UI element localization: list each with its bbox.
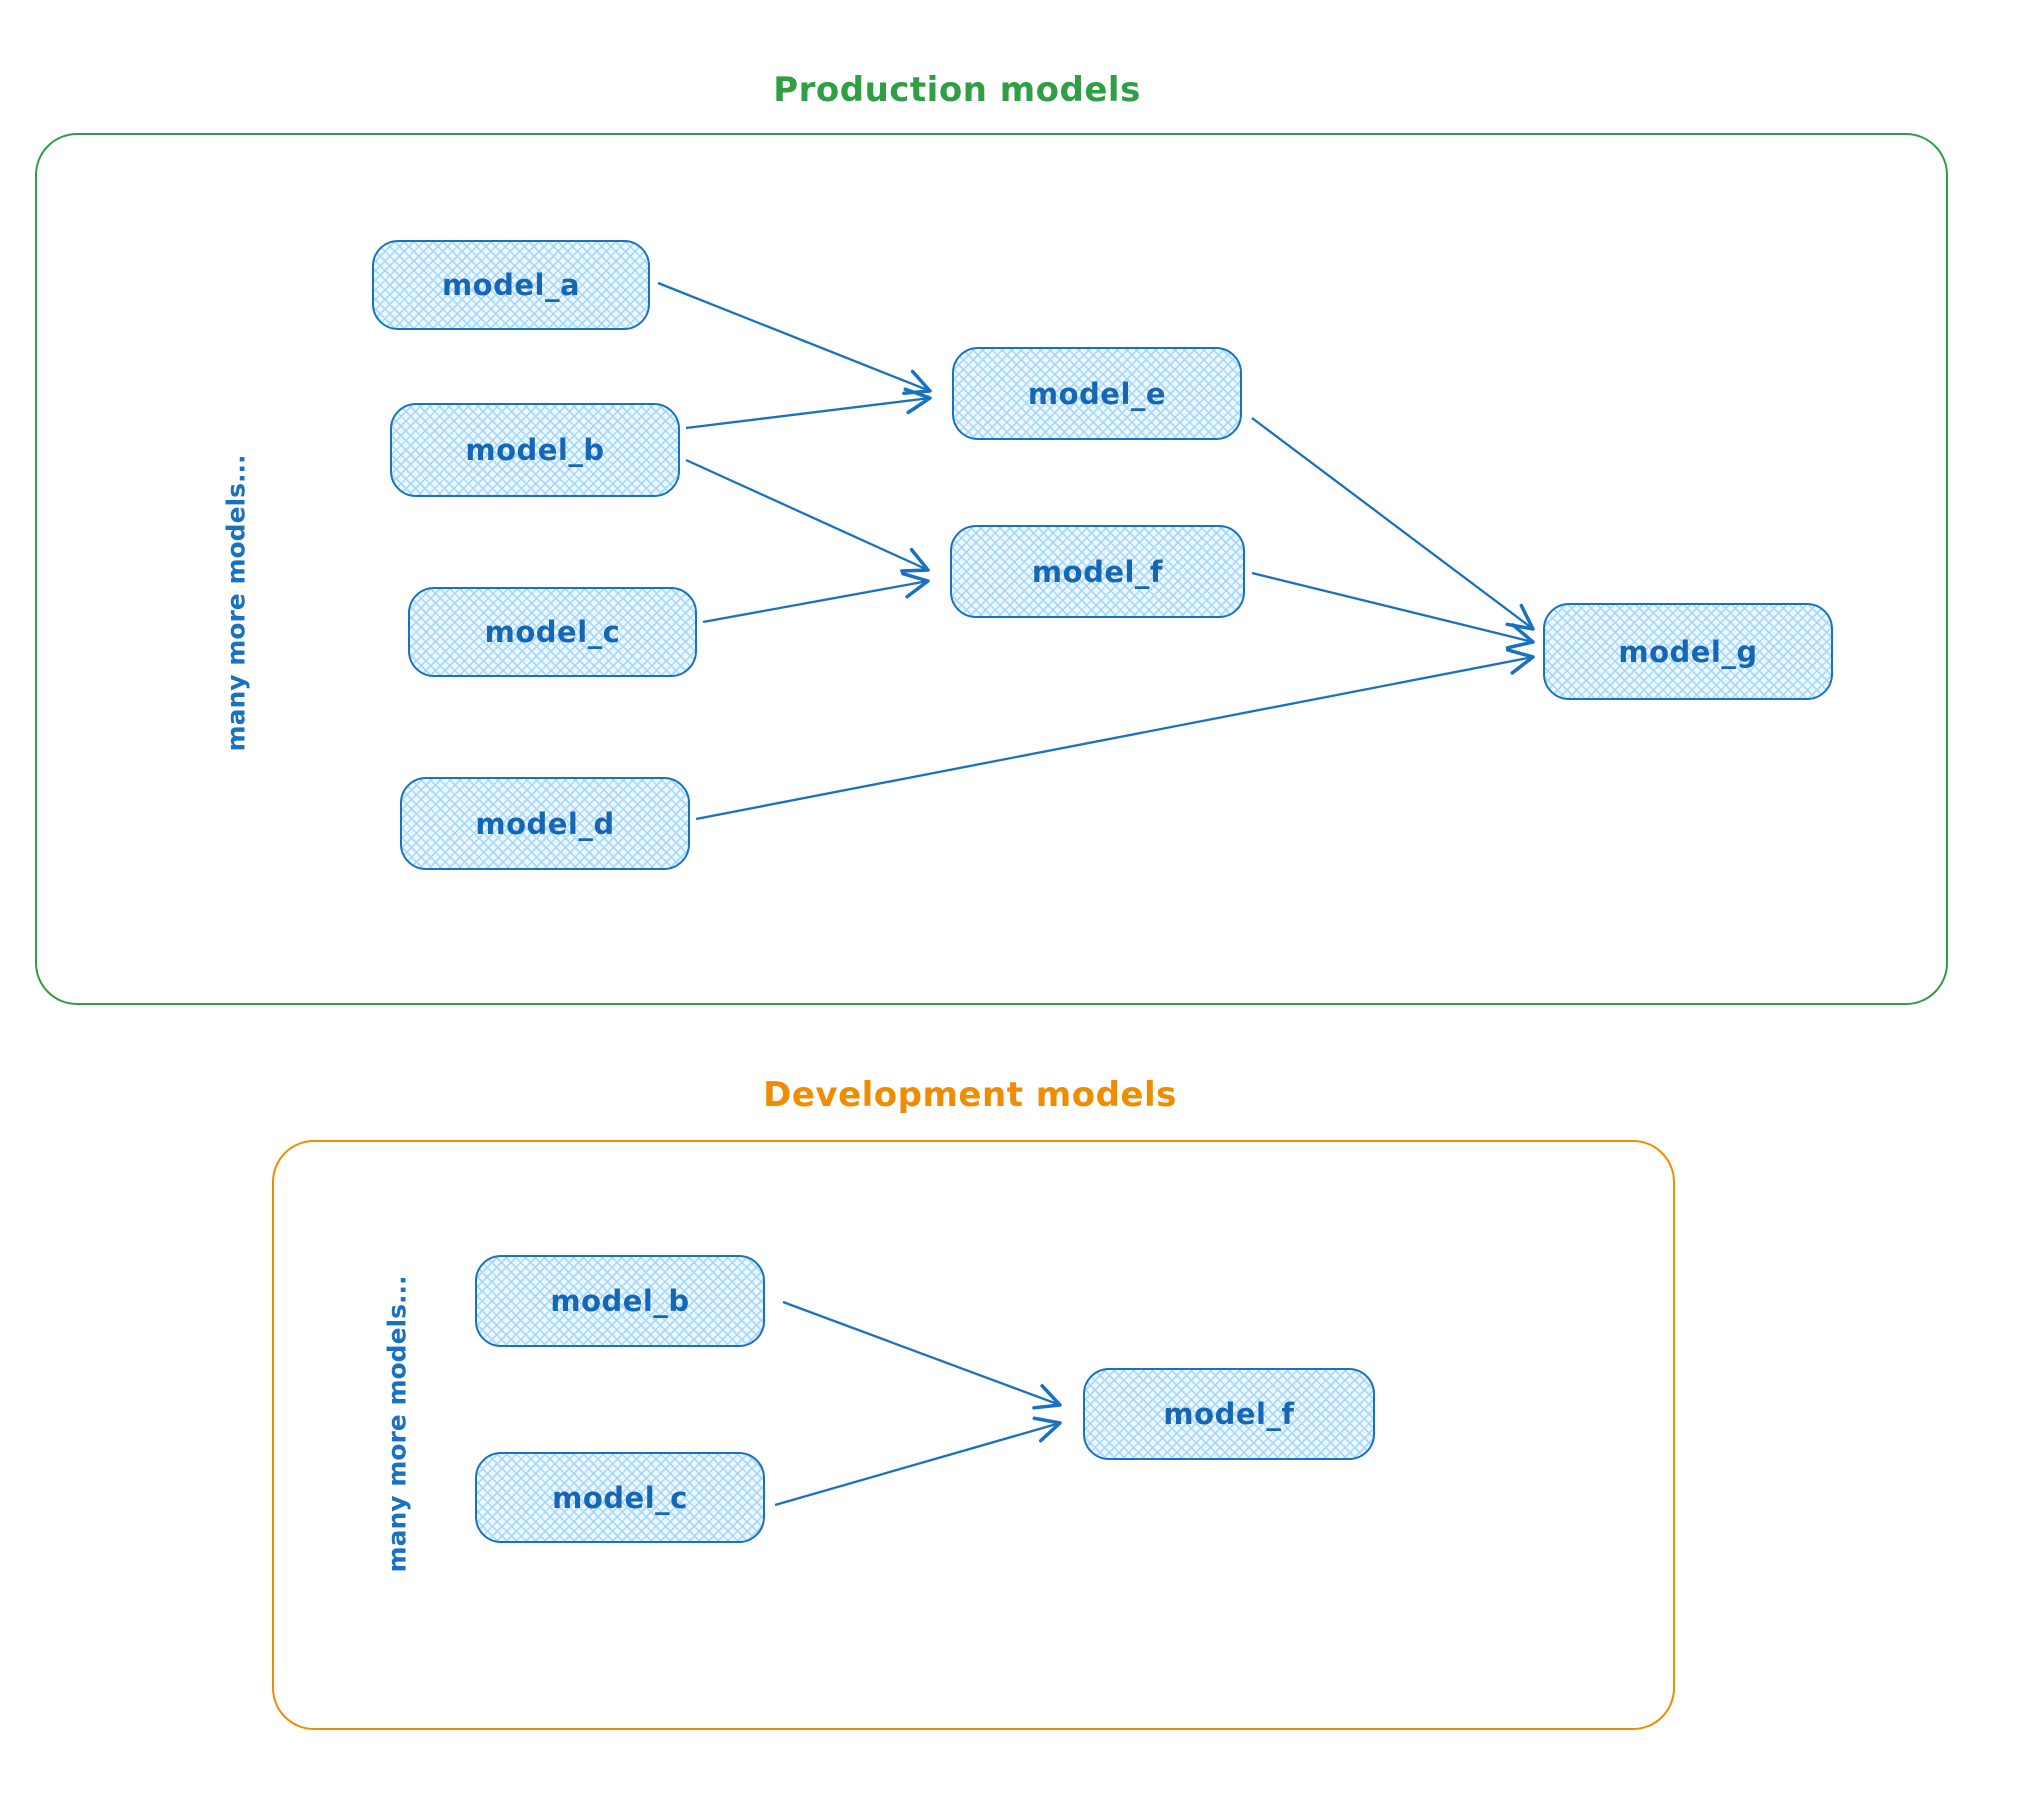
development-node-model_b: model_b [475,1255,765,1347]
production-group-box [35,133,1948,1005]
development-node-model_c: model_c [475,1452,765,1543]
development-group-box [272,1140,1675,1730]
production-node-model_d: model_d [400,777,690,870]
production-side-label: many more models... [221,454,251,752]
production-node-model_e: model_e [952,347,1242,440]
production-node-model_b: model_b [390,403,680,497]
production-node-model_a: model_a [372,240,650,330]
development-section-title: Development models [763,1075,1177,1115]
development-node-model_f: model_f [1083,1368,1375,1460]
production-node-model_f: model_f [950,525,1245,618]
development-side-label: many more models... [382,1275,412,1573]
production-node-model_g: model_g [1543,603,1833,700]
production-node-model_c: model_c [408,587,697,677]
production-section-title: Production models [773,70,1141,110]
